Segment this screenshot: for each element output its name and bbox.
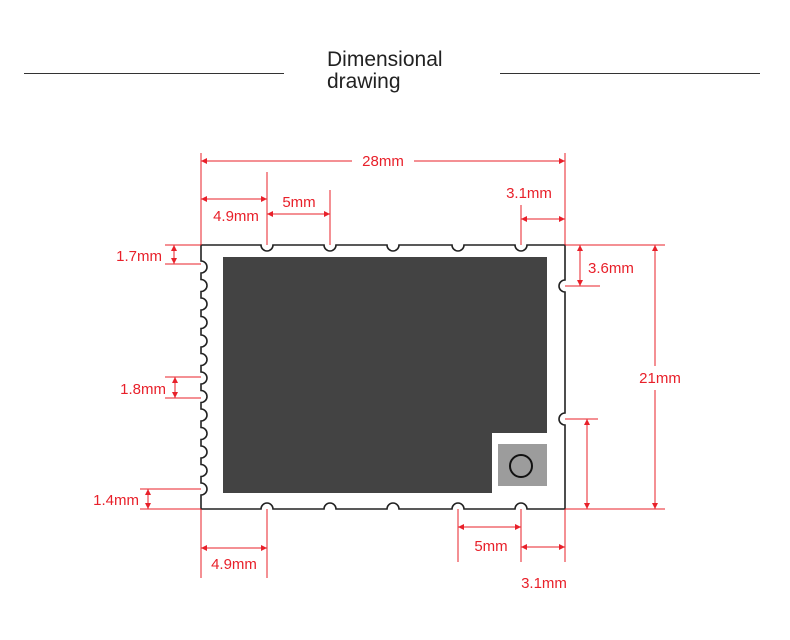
dimension-arrow — [559, 158, 565, 164]
dim-label-top-first-offset: 4.9mm — [213, 208, 259, 225]
dimension-arrow — [577, 280, 583, 286]
dimension-arrow — [201, 196, 207, 202]
header-rule-right — [500, 73, 760, 74]
dim-label-bottom-first-offset: 4.9mm — [211, 556, 257, 573]
page-title: Dimensional drawing — [327, 48, 443, 93]
dimension-arrow — [201, 545, 207, 551]
dimension-arrow — [584, 503, 590, 509]
dimension-arrow — [652, 503, 658, 509]
dim-label-left-first-offset: 1.7mm — [116, 248, 162, 265]
dim-label-right-first-offset: 3.6mm — [588, 260, 634, 277]
dim-label-bottom-last-offset: 3.1mm — [521, 575, 567, 592]
dimension-arrow — [201, 158, 207, 164]
dim-label-left-pitch: 1.8mm — [120, 381, 166, 398]
dimension-arrow — [267, 211, 273, 217]
dim-label-left-last-offset: 1.4mm — [93, 492, 139, 509]
dimension-arrow — [521, 216, 527, 222]
dim-label-bottom-pitch: 5mm — [474, 538, 507, 555]
dimension-arrow — [577, 245, 583, 251]
dim-label-overall-height: 21mm — [639, 370, 681, 387]
dimension-arrow — [458, 524, 464, 530]
antenna-hole — [509, 454, 533, 478]
dimension-arrow — [261, 545, 267, 551]
antenna-pad — [498, 444, 547, 486]
dimension-arrow — [559, 544, 565, 550]
dimension-arrow — [559, 216, 565, 222]
dimension-arrow — [515, 524, 521, 530]
dimension-arrow — [172, 392, 178, 398]
dimension-arrow — [172, 377, 178, 383]
dimension-arrow — [521, 544, 527, 550]
dimension-lines — [140, 153, 665, 578]
header-rule-left — [24, 73, 284, 74]
dim-label-overall-width: 28mm — [362, 153, 404, 170]
dimension-arrow — [324, 211, 330, 217]
dimension-arrow — [145, 503, 151, 509]
dimension-arrow — [584, 419, 590, 425]
dim-label-top-last-offset: 3.1mm — [506, 185, 552, 202]
dimension-arrow — [261, 196, 267, 202]
dim-label-top-pitch: 5mm — [282, 194, 315, 211]
dimension-arrow — [171, 245, 177, 251]
dimension-arrow — [145, 489, 151, 495]
dimension-arrow — [171, 258, 177, 264]
dimension-arrow — [652, 245, 658, 251]
